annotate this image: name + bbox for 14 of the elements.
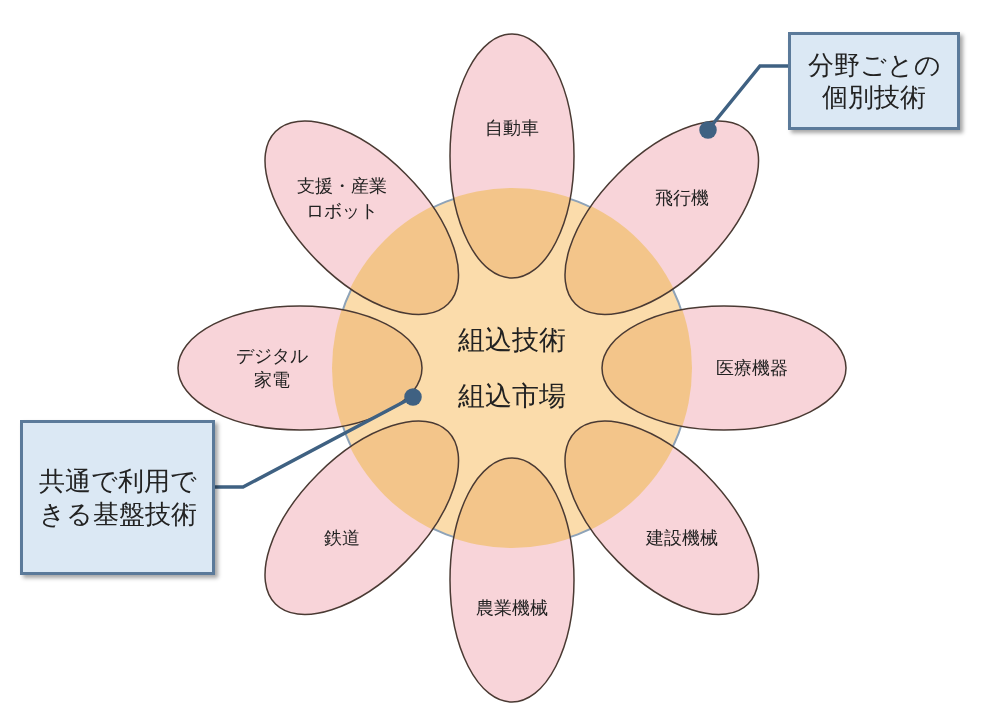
leader-line — [215, 388, 422, 489]
petal-label: デジタル家電 — [235, 343, 309, 392]
petal-label: 農業機械 — [475, 595, 549, 620]
center-label: 組込市場 — [458, 379, 566, 413]
petal-label: 自動車 — [484, 115, 540, 140]
callout-box: 分野ごとの個別技術 — [788, 32, 960, 130]
petal-label: 建設機械 — [644, 525, 719, 550]
center-label: 組込技術 — [458, 322, 566, 357]
petal-label: 鉄道 — [323, 525, 362, 550]
petal-label: 医療機器 — [715, 355, 789, 380]
petal-label: 支援・産業ロボット — [296, 174, 389, 223]
callout-box: 共通で利用できる基盤技術 — [20, 420, 215, 575]
petal-label: 飛行機 — [653, 186, 710, 211]
leader-line — [699, 64, 788, 139]
